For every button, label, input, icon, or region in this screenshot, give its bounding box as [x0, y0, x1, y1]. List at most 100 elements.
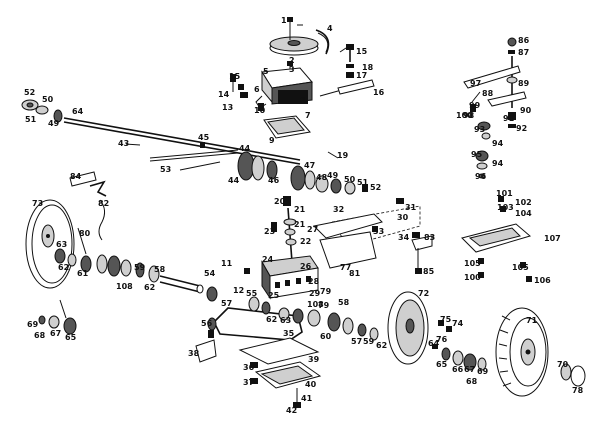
- center-axle-bracket: [207, 296, 379, 341]
- part-label-104: 104: [515, 209, 532, 218]
- shift-rod: [149, 142, 239, 162]
- part-label-59b: 59: [363, 337, 375, 346]
- front-wheel-tire: [495, 307, 586, 397]
- part-label-72: 72: [418, 289, 429, 298]
- part-label-37: 37: [243, 378, 254, 387]
- part-label-67b: 67: [464, 365, 475, 374]
- part-label-74: 74: [452, 319, 464, 328]
- part-label-62d: 62: [376, 341, 387, 350]
- part-label-45: 45: [198, 133, 210, 142]
- part-label-82: 82: [98, 199, 109, 208]
- gearbox-housing: [240, 67, 313, 139]
- part-label-4: 4: [327, 24, 333, 33]
- part-label-6: 6: [254, 85, 260, 94]
- part-label-97: 97: [470, 79, 481, 88]
- part-label-66: 66: [452, 365, 464, 374]
- part-label-69: 69: [27, 320, 39, 329]
- part-label-62b: 62: [144, 283, 155, 292]
- part-label-33: 33: [373, 227, 384, 236]
- part-label-48: 48: [316, 173, 328, 182]
- part-label-91: 91: [503, 114, 515, 123]
- part-label-65: 65: [65, 333, 77, 342]
- part-label-7: 7: [305, 111, 311, 120]
- part-label-53: 53: [160, 165, 171, 174]
- part-label-44a: 44: [228, 176, 240, 185]
- part-label-41: 41: [301, 394, 313, 403]
- part-label-14: 14: [218, 90, 230, 99]
- part-label-105b: 105: [512, 263, 529, 272]
- part-label-67: 67: [50, 329, 61, 338]
- part-label-36: 36: [243, 363, 255, 372]
- part-label-94b: 94: [492, 159, 504, 168]
- rear-bracket: [461, 196, 532, 282]
- gear-cluster: [237, 151, 368, 195]
- part-label-83: 83: [424, 233, 435, 242]
- part-label-62: 62: [58, 263, 69, 272]
- part-label-52b: 52: [370, 183, 381, 192]
- part-label-93: 93: [474, 125, 485, 134]
- part-label-64: 64: [72, 107, 84, 116]
- part-label-16: 16: [373, 88, 385, 97]
- part-label-96: 96: [475, 172, 487, 181]
- part-label-57b: 57: [351, 337, 362, 346]
- part-label-55: 55: [246, 289, 258, 298]
- part-label-75: 75: [440, 315, 452, 324]
- part-label-100b: 100: [464, 273, 481, 282]
- part-label-24: 24: [262, 255, 274, 264]
- part-label-59: 59: [134, 263, 146, 272]
- part-label-76: 76: [436, 335, 448, 344]
- part-label-58b: 58: [338, 298, 350, 307]
- part-label-17: 17: [356, 71, 367, 80]
- part-label-71: 71: [526, 316, 538, 325]
- part-label-51b: 51: [357, 178, 369, 187]
- mounting-bolts-left: [230, 74, 244, 92]
- part-label-23: 23: [264, 227, 275, 236]
- part-label-68b: 68: [466, 377, 478, 386]
- part-label-98: 98: [463, 111, 475, 120]
- part-label-78: 78: [572, 386, 584, 395]
- part-label-40: 40: [305, 380, 317, 389]
- part-label-30: 30: [397, 213, 409, 222]
- part-label-50: 50: [42, 95, 54, 104]
- part-label-79b: 79: [320, 287, 332, 296]
- part-label-103: 103: [497, 203, 514, 212]
- part-label-44: 44: [239, 144, 251, 153]
- part-label-43: 43: [118, 139, 129, 148]
- part-label-84: 84: [70, 172, 82, 181]
- part-label-8: 8: [300, 96, 306, 105]
- part-label-15: 15: [356, 47, 368, 56]
- part-label-108b: 108: [307, 300, 324, 309]
- part-label-5: 5: [263, 67, 269, 76]
- part-label-70: 70: [557, 360, 569, 369]
- part-label-81: 81: [349, 269, 361, 278]
- part-label-1: 1: [281, 16, 287, 25]
- part-label-85: 85: [423, 267, 435, 276]
- part-label-28: 28: [308, 277, 320, 286]
- part-label-107: 107: [544, 234, 561, 243]
- part-label-3: 3: [289, 65, 295, 74]
- part-label-60: 60: [320, 332, 332, 341]
- part-label-47: 47: [304, 161, 315, 170]
- part-label-20: 20: [274, 197, 286, 206]
- height-adjuster: [463, 37, 527, 179]
- part-label-87: 87: [518, 48, 529, 57]
- part-label-69b: 69: [477, 367, 489, 376]
- part-label-46: 46: [268, 176, 280, 185]
- part-label-56: 56: [201, 319, 213, 328]
- part-label-12: 12: [233, 286, 244, 295]
- drive-gear-disc: [387, 291, 452, 365]
- part-label-34: 34: [398, 233, 410, 242]
- part-label-80: 80: [79, 229, 91, 238]
- part-label-58: 58: [154, 265, 166, 274]
- left-hub-parts: [38, 299, 77, 335]
- part-label-38: 38: [188, 349, 200, 358]
- part-label-73: 73: [32, 199, 43, 208]
- part-label-39: 39: [308, 355, 320, 364]
- cover-plates: [195, 337, 322, 408]
- leader-lines: [125, 24, 481, 171]
- part-label-9: 9: [269, 136, 275, 145]
- part-label-57: 57: [221, 299, 232, 308]
- part-label-99: 99: [469, 101, 481, 110]
- part-label-54: 54: [204, 269, 216, 278]
